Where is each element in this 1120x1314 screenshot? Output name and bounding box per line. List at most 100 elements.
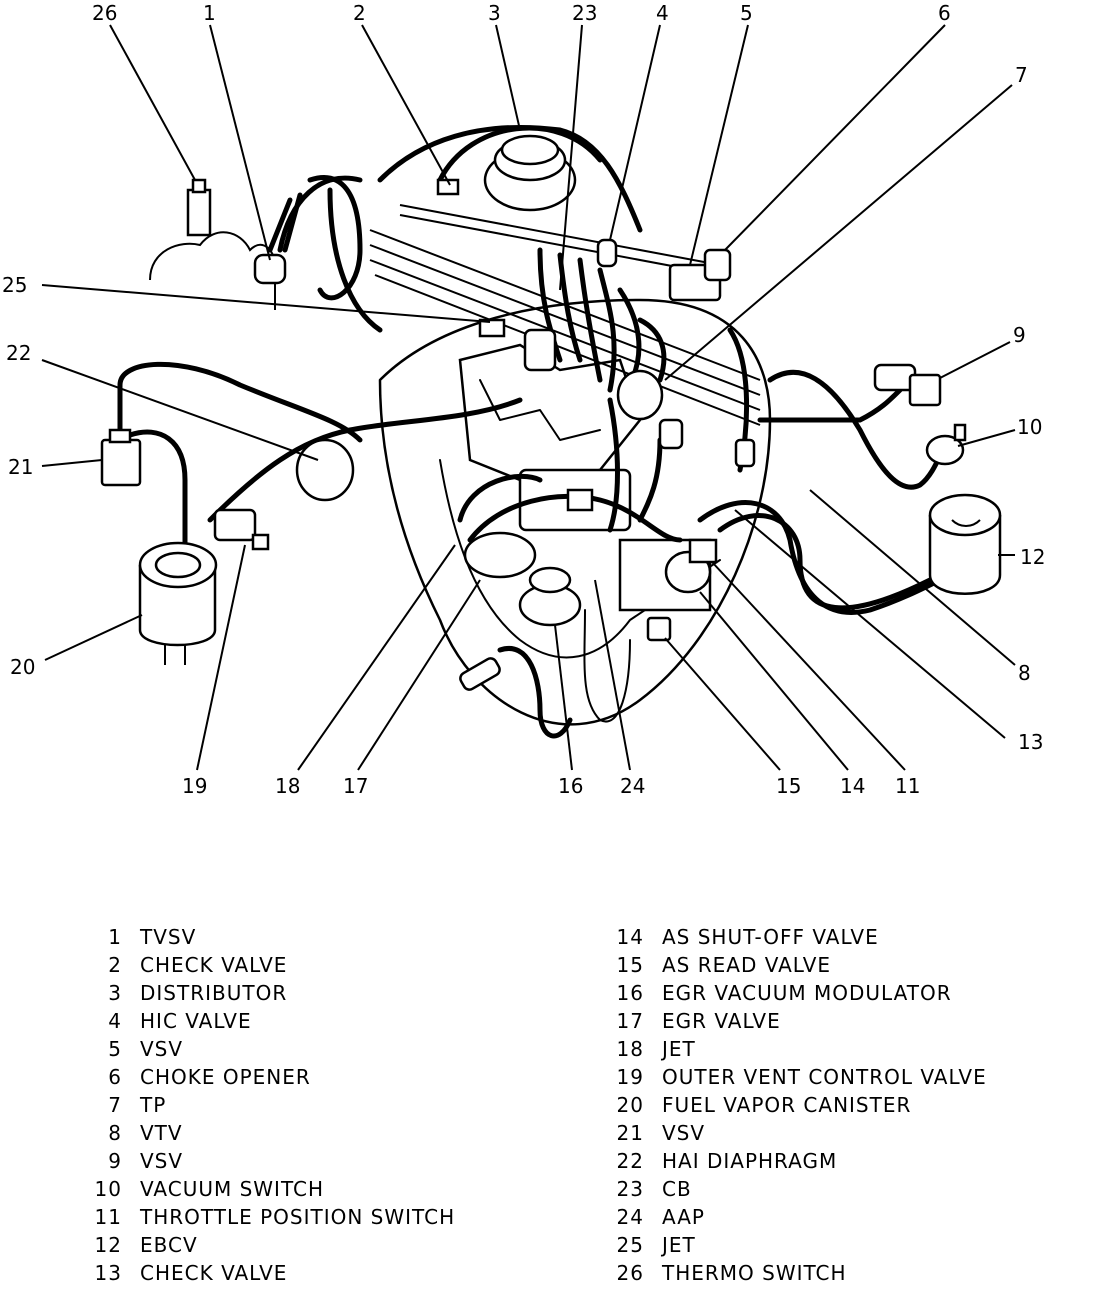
legend-item-number: 26 [616, 1261, 644, 1285]
legend-item: 2 CHECK VALVE [108, 953, 288, 981]
hic-valve [596, 238, 618, 268]
legend-item: 3 DISTRIBUTOR [108, 981, 288, 1009]
legend-item: 26 THERMO SWITCH [617, 1261, 847, 1289]
callout-2: 2 [353, 1, 366, 25]
callout-20: 20 [10, 655, 35, 679]
legend-item-label: AS READ VALVE [662, 953, 832, 977]
legend-item: 23 CB [617, 1177, 692, 1205]
components [100, 134, 1002, 691]
legend-item-number: 7 [108, 1093, 122, 1117]
legend-item-label: JET [662, 1233, 696, 1257]
vsv-9 [873, 363, 942, 407]
legend-item-label: EGR VACUUM MODULATOR [662, 981, 952, 1005]
legend-item-label: TP [140, 1093, 167, 1117]
legend-item-number: 21 [616, 1121, 644, 1145]
cb [523, 328, 557, 372]
legend-item-number: 23 [616, 1177, 644, 1201]
legend-item-number: 5 [108, 1037, 122, 1061]
tvsv [253, 253, 287, 285]
outer-vent-control-valve [213, 508, 270, 551]
legend-item: 16 EGR VACUUM MODULATOR [617, 981, 952, 1009]
vtv [658, 418, 684, 450]
legend-item-label: VSV [140, 1037, 184, 1061]
legend-item-label: TVSV [140, 925, 197, 949]
legend-item-number: 14 [616, 925, 644, 949]
distributor [483, 134, 577, 212]
legend-item-number: 20 [616, 1093, 644, 1117]
legend-item: 1 TVSV [108, 925, 197, 953]
callout-17: 17 [343, 774, 368, 798]
legend-item: 4 HIC VALVE [108, 1009, 252, 1037]
legend-item-label: CB [662, 1177, 692, 1201]
callout-3: 3 [488, 1, 501, 25]
callout-18: 18 [275, 774, 300, 798]
vsv-5 [668, 248, 732, 302]
callout-6: 6 [938, 1, 951, 25]
air-cleaner-housing [149, 178, 276, 310]
legend-item-number: 2 [108, 953, 122, 977]
tp [616, 369, 664, 421]
egr-vacuum-modulator [518, 566, 582, 627]
leader-lines [41, 24, 1016, 771]
hai-diaphragm [295, 438, 355, 502]
legend-item-label: CHECK VALVE [140, 953, 288, 977]
legend-item-number: 22 [616, 1149, 644, 1173]
legend-item: 14 AS SHUT-OFF VALVE [617, 925, 879, 953]
callout-23: 23 [572, 1, 597, 25]
legend-item-label: VACUUM SWITCH [140, 1177, 325, 1201]
legend-item-label: VSV [662, 1121, 706, 1145]
legend-item: 6 CHOKE OPENER [108, 1065, 311, 1093]
callout-4: 4 [656, 1, 669, 25]
legend-item-label: THROTTLE POSITION SWITCH [140, 1205, 456, 1229]
jet-18 [459, 657, 501, 691]
callout-5: 5 [740, 1, 753, 25]
legend-item-label: EGR VALVE [662, 1009, 781, 1033]
legend-item-label: THERMO SWITCH [662, 1261, 847, 1285]
callout-12: 12 [1020, 545, 1045, 569]
callout-15: 15 [776, 774, 801, 798]
legend-item: 10 VACUUM SWITCH [95, 1177, 325, 1205]
legend-item-number: 25 [616, 1233, 644, 1257]
legend-item-label: HIC VALVE [140, 1009, 252, 1033]
legend-item-label: EBCV [140, 1233, 198, 1257]
callout-11: 11 [895, 774, 920, 798]
legend-item: 22 HAI DIAPHRAGM [617, 1149, 838, 1177]
throttle-position-switch [688, 538, 718, 564]
legend-item-label: VSV [140, 1149, 184, 1173]
check-valve-13 [734, 438, 756, 468]
legend-item-label: AS SHUT-OFF VALVE [662, 925, 879, 949]
legend-item-label: OUTER VENT CONTROL VALVE [662, 1065, 987, 1089]
legend-item-number: 4 [108, 1009, 122, 1033]
as-read-valve [646, 616, 672, 642]
ebcv [928, 493, 1002, 595]
callout-9: 9 [1013, 323, 1026, 347]
legend-item-number: 8 [108, 1121, 122, 1145]
legend-item-number: 10 [94, 1177, 122, 1201]
callout-25: 25 [2, 273, 27, 297]
legend-item-number: 3 [108, 981, 122, 1005]
vsv-21 [100, 428, 142, 487]
legend-item-number: 6 [108, 1065, 122, 1089]
legend-item: 25 JET [617, 1233, 696, 1261]
legend-item-number: 16 [616, 981, 644, 1005]
legend-item-label: CHOKE OPENER [140, 1065, 311, 1089]
legend-item-number: 24 [616, 1205, 644, 1229]
legend-item-label: JET [662, 1037, 696, 1061]
legend-item-label: DISTRIBUTOR [140, 981, 288, 1005]
legend-item-label: HAI DIAPHRAGM [662, 1149, 838, 1173]
callout-7: 7 [1015, 63, 1028, 87]
jet-25 [478, 318, 506, 338]
callout-10: 10 [1017, 415, 1042, 439]
callout-13: 13 [1018, 730, 1043, 754]
callout-numbers: 26 1 2 3 23 4 5 6 7 25 22 9 21 10 12 20 … [2, 1, 1045, 798]
legend-item-number: 1 [108, 925, 122, 949]
callout-16: 16 [558, 774, 583, 798]
